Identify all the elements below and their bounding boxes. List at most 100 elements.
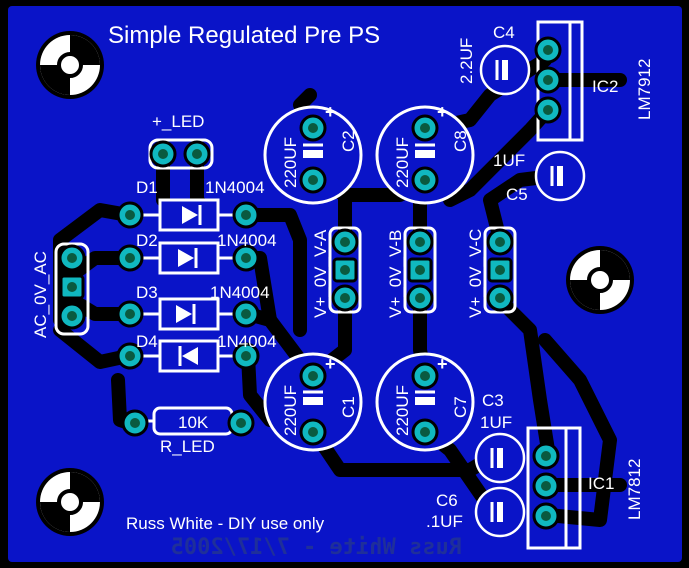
solder-pad [299,362,327,390]
solder-pad [331,228,359,256]
solder-pad [121,409,149,437]
diodes [140,198,238,373]
solder-pad [149,140,177,168]
ic1-ref: IC1 [588,474,614,493]
d1-value: 1N4004 [205,178,265,197]
regulator-ic1 [526,426,582,550]
d3-value: 1N4004 [210,283,270,302]
diode-d4 [140,339,238,373]
header-va-label: V+_0V_V-A [311,229,330,318]
c7-plus: + [437,354,448,374]
solder-pad [411,418,439,446]
board-title: Simple Regulated Pre PS [108,22,380,49]
mirrored-bottom-text: Russ White - 7/17/2005 [171,535,462,560]
d1-ref: D1 [136,178,158,197]
header-vb-label: V+_0V_V-B [386,230,405,318]
c5-value: 1UF [493,151,525,170]
solder-pad [532,502,560,530]
capacitor-c8 [375,105,475,205]
solder-pad [532,442,560,470]
c8-value: 220UF [393,137,412,188]
solder-pad [331,284,359,312]
solder-pad [487,257,513,283]
solder-pad [407,257,433,283]
solder-pad [299,166,327,194]
capacitor-c2 [263,105,363,205]
ac-header-label: AC_0V_AC [31,251,50,338]
solder-pad [411,114,439,142]
solder-pad [232,201,260,229]
d2-ref: D2 [136,231,158,250]
c7-value: 220UF [393,385,412,436]
c6-value: .1UF [426,512,463,531]
solder-pad [299,418,327,446]
mounting-hole-right [566,246,634,314]
capacitor-c5 [534,150,586,202]
solder-pad [232,244,260,272]
d2-value: 1N4004 [217,231,277,250]
solder-pad [232,300,260,328]
diode-d1 [140,198,238,232]
solder-pad [58,302,86,330]
resistor-value: 10K [178,413,209,432]
d3-ref: D3 [136,283,158,302]
c4-value: 2.2UF [457,38,476,84]
header-outlines [54,138,517,336]
solder-pad [232,342,260,370]
c3-ref: C3 [482,391,504,410]
solder-pad [59,274,85,300]
c8-plus: + [437,102,448,122]
c5-ref: C5 [506,185,528,204]
diode-d2 [140,241,238,275]
credit-text: Russ White - DIY use only [126,514,325,533]
capacitor-c4 [479,44,531,96]
resistor-ref: R_LED [160,437,215,456]
solder-pad [534,36,562,64]
solder-pad [486,228,514,256]
solder-pads [58,36,562,530]
solder-pad [183,140,211,168]
c1-plus: + [325,354,336,374]
solder-pad [532,472,560,500]
capacitor-c1 [263,352,363,452]
c2-plus: + [325,102,336,122]
solder-pad [227,409,255,437]
c7-ref: C7 [451,396,470,418]
c1-value: 220UF [281,385,300,436]
solder-pad [116,201,144,229]
solder-pad [406,228,434,256]
solder-pad [486,284,514,312]
capacitor-c7 [375,352,475,452]
capacitor-c3 [474,432,526,484]
solder-pad [534,96,562,124]
solder-pad [411,362,439,390]
solder-pad [332,257,358,283]
mounting-hole-top-left [36,31,104,99]
solder-pad [406,284,434,312]
ic2-ref: IC2 [592,77,618,96]
solder-pad [534,66,562,94]
ic1-part: LM7812 [625,459,644,520]
c3-value: 1UF [480,413,512,432]
solder-pad [299,114,327,142]
solder-pad [116,300,144,328]
c1-ref: C1 [339,396,358,418]
c6-ref: C6 [436,491,458,510]
solder-pad [116,342,144,370]
c8-ref: C8 [451,130,470,152]
mounting-hole-bottom-left [36,468,104,536]
solder-pad [411,166,439,194]
c4-ref: C4 [493,23,515,42]
d4-ref: D4 [136,332,158,351]
header-vc-label: V+_0V_V-C [466,229,485,318]
diode-d3 [140,297,238,331]
d4-value: 1N4004 [217,332,277,351]
c2-value: 220UF [281,137,300,188]
solder-pad [58,244,86,272]
solder-pad [116,244,144,272]
capacitor-c6 [474,486,526,538]
led-header-label: +_LED [152,112,204,131]
c2-ref: C2 [339,130,358,152]
ic2-part: LM7912 [635,59,654,120]
